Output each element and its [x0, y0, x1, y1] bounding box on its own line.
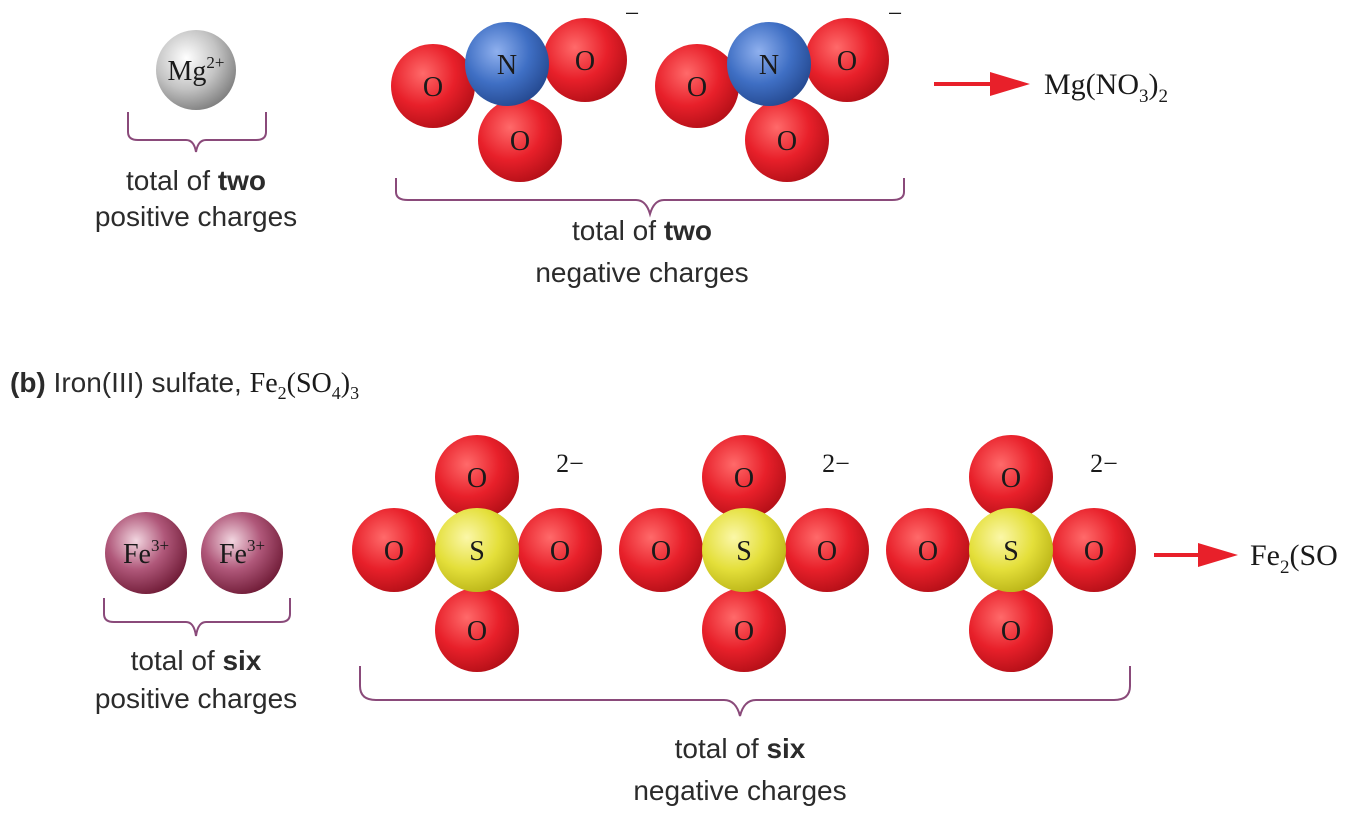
nitrogen-atom	[465, 22, 549, 106]
nitrate-ion-2: N O O O −	[655, 0, 902, 182]
fe-label: Fe3+	[123, 536, 169, 570]
oxygen-label: O	[467, 616, 487, 647]
nitrogen-atom	[727, 22, 811, 106]
oxygen-label: O	[1001, 616, 1021, 647]
nitrate-charge-1: −	[625, 0, 640, 28]
iron-atom	[105, 512, 187, 594]
mg-charge: 2+	[206, 53, 224, 72]
fe-caption-line1: total of six	[131, 645, 262, 676]
oxygen-label: O	[734, 616, 754, 647]
nitrate-brace	[395, 178, 905, 218]
nitrate-ion-1: N O O O −	[391, 0, 639, 182]
part-b: (b) Iron(III) sulfate, Fe2(SO4)3 Fe3+ Fe…	[10, 367, 1338, 806]
oxygen-atom	[969, 588, 1053, 672]
oxygen-atom	[1052, 508, 1136, 592]
oxygen-atom	[785, 508, 869, 592]
mg-caption-line2: positive charges	[95, 201, 297, 232]
sulfate-caption-line2: negative charges	[633, 775, 846, 806]
oxygen-atom	[518, 508, 602, 592]
oxygen-atom	[702, 435, 786, 519]
oxygen-label: O	[575, 46, 595, 77]
oxygen-atom	[352, 508, 436, 592]
oxygen-label: O	[837, 46, 857, 77]
part-a: Mg2+ total of two positive charges N O O…	[95, 0, 1168, 288]
fe-caption-line2: positive charges	[95, 683, 297, 714]
fe-cation-2: Fe3+	[201, 512, 283, 594]
oxygen-label: O	[423, 72, 443, 103]
oxygen-atom	[745, 98, 829, 182]
oxygen-atom	[543, 18, 627, 102]
oxygen-label: O	[1001, 463, 1021, 494]
sulfate-charge-3: 2−	[1090, 449, 1118, 478]
oxygen-label: O	[651, 536, 671, 567]
oxygen-atom	[435, 588, 519, 672]
oxygen-label: O	[1084, 536, 1104, 567]
product-a-formula: Mg(NO3)2	[1044, 68, 1168, 107]
sulfate-brace	[359, 666, 1131, 717]
nitrate-caption-line2: negative charges	[535, 257, 748, 288]
sulfur-label: S	[736, 536, 752, 567]
sulfate-ion-2: S O O O O 2−	[619, 435, 869, 672]
oxygen-atom	[655, 44, 739, 128]
oxygen-atom	[391, 44, 475, 128]
sulfur-atom	[702, 508, 786, 592]
oxygen-label: O	[734, 463, 754, 494]
oxygen-label: O	[550, 536, 570, 567]
sulfur-atom	[969, 508, 1053, 592]
sulfate-charge-2: 2−	[822, 449, 850, 478]
oxygen-atom	[702, 588, 786, 672]
sulfate-ion-3: S O O O O 2−	[886, 435, 1136, 672]
sulfur-label: S	[1003, 536, 1019, 567]
oxygen-label: O	[777, 126, 797, 157]
fe-brace	[103, 598, 291, 637]
sulfate-ion-1: S O O O O 2−	[352, 435, 602, 672]
oxygen-label: O	[467, 463, 487, 494]
fe-cation-1: Fe3+	[105, 512, 187, 594]
product-b-formula: Fe2(SO	[1250, 539, 1338, 578]
oxygen-atom	[886, 508, 970, 592]
sulfur-atom	[435, 508, 519, 592]
mg-cation: Mg2+	[156, 30, 236, 110]
oxygen-atom	[969, 435, 1053, 519]
oxygen-atom	[619, 508, 703, 592]
oxygen-label: O	[918, 536, 938, 567]
nitrogen-label: N	[497, 50, 517, 81]
part-b-heading: (b) Iron(III) sulfate, Fe2(SO4)3	[10, 367, 359, 403]
mg-label: Mg2+	[168, 53, 225, 87]
sulfate-charge-1: 2−	[556, 449, 584, 478]
oxygen-label: O	[384, 536, 404, 567]
sulfur-label: S	[469, 536, 485, 567]
nitrogen-label: N	[759, 50, 779, 81]
nitrate-caption-line1: total of two	[572, 215, 712, 246]
fe-label: Fe3+	[219, 536, 265, 570]
nitrate-charge-2: −	[888, 0, 903, 28]
oxygen-atom	[478, 98, 562, 182]
mg-caption-line1: total of two	[126, 165, 266, 196]
oxygen-label: O	[510, 126, 530, 157]
mg-brace	[127, 112, 267, 153]
oxygen-label: O	[817, 536, 837, 567]
iron-atom	[201, 512, 283, 594]
arrow-b	[1154, 543, 1238, 567]
oxygen-atom	[805, 18, 889, 102]
sulfate-caption-line1: total of six	[675, 733, 806, 764]
oxygen-atom	[435, 435, 519, 519]
mg-atom	[156, 30, 236, 110]
arrow-a	[934, 72, 1030, 96]
oxygen-label: O	[687, 72, 707, 103]
